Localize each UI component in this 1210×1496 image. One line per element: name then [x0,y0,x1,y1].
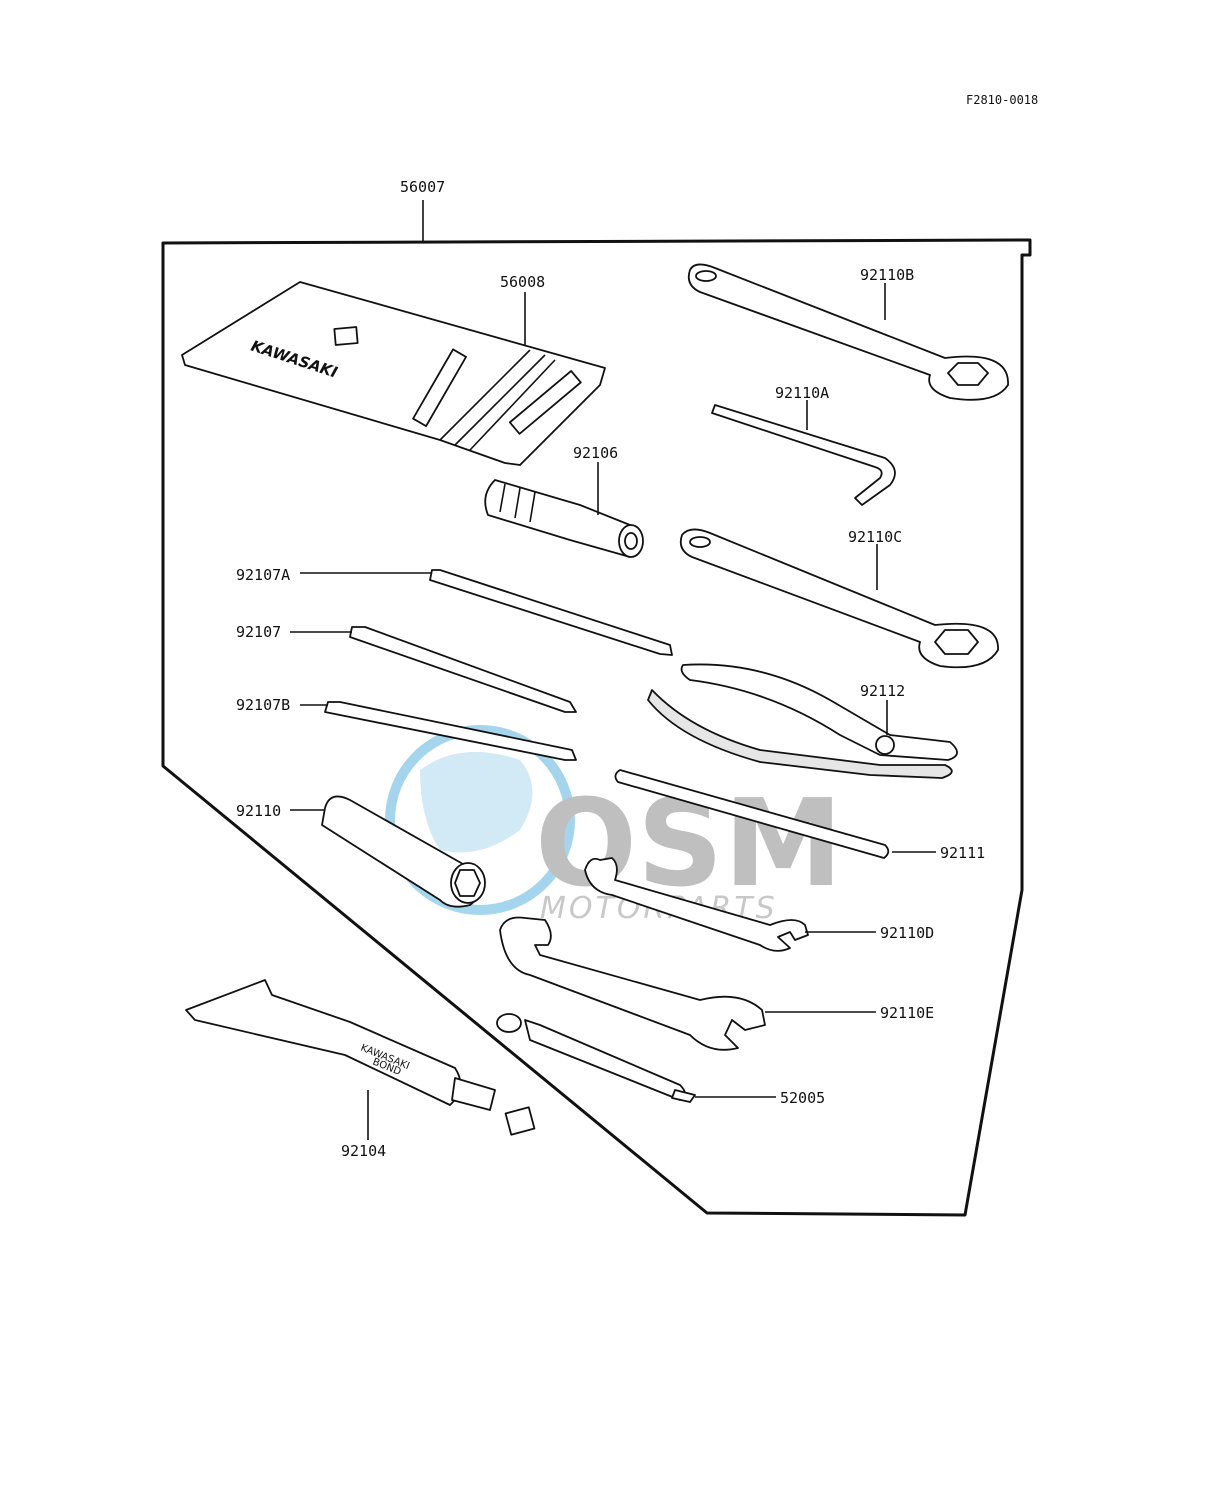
tube-cap [504,1106,536,1136]
label-92106: 92106 [573,444,618,462]
label-92110D: 92110D [880,924,934,942]
screwdriver-92107B [324,701,577,761]
label-92112: 92112 [860,682,905,700]
label-92110A: 92110A [775,384,829,402]
bond-tube-92104: KAWASAKI BOND [185,979,536,1136]
watermark-continents [420,752,533,853]
socket-handle-92106 [484,479,644,558]
label-92107A: 92107A [236,566,290,584]
label-52005: 52005 [780,1089,825,1107]
label-92104: 92104 [341,1142,386,1160]
label-92110E: 92110E [880,1004,934,1022]
tool-52005 [496,1013,696,1103]
box-wrench-92110 [321,795,486,908]
screwdriver-92107A [429,569,673,656]
pliers-92112 [647,663,958,779]
label-92111: 92111 [940,844,985,862]
label-92107B: 92107B [236,696,290,714]
watermark-globe [385,725,575,915]
screwdriver-92107 [349,626,577,713]
allen-key-92110A [711,404,896,506]
figure-reference: F2810-0018 [966,93,1038,107]
label-92110B: 92110B [860,266,914,284]
rod-92111 [614,769,890,859]
label-92107: 92107 [236,623,281,641]
open-wrench-92110E [499,916,766,1051]
label-56008: 56008 [500,273,545,291]
ring-wrench-92110C [679,528,999,669]
tool-kit-outline [161,238,1032,1217]
open-wrench-92110D [584,857,809,952]
label-92110C: 92110C [848,528,902,546]
tool-pouch-56008: KAWASAKI [181,281,606,466]
label-56007: 56007 [400,178,445,196]
label-92110: 92110 [236,802,281,820]
ring-wrench-92110B [687,263,1009,401]
